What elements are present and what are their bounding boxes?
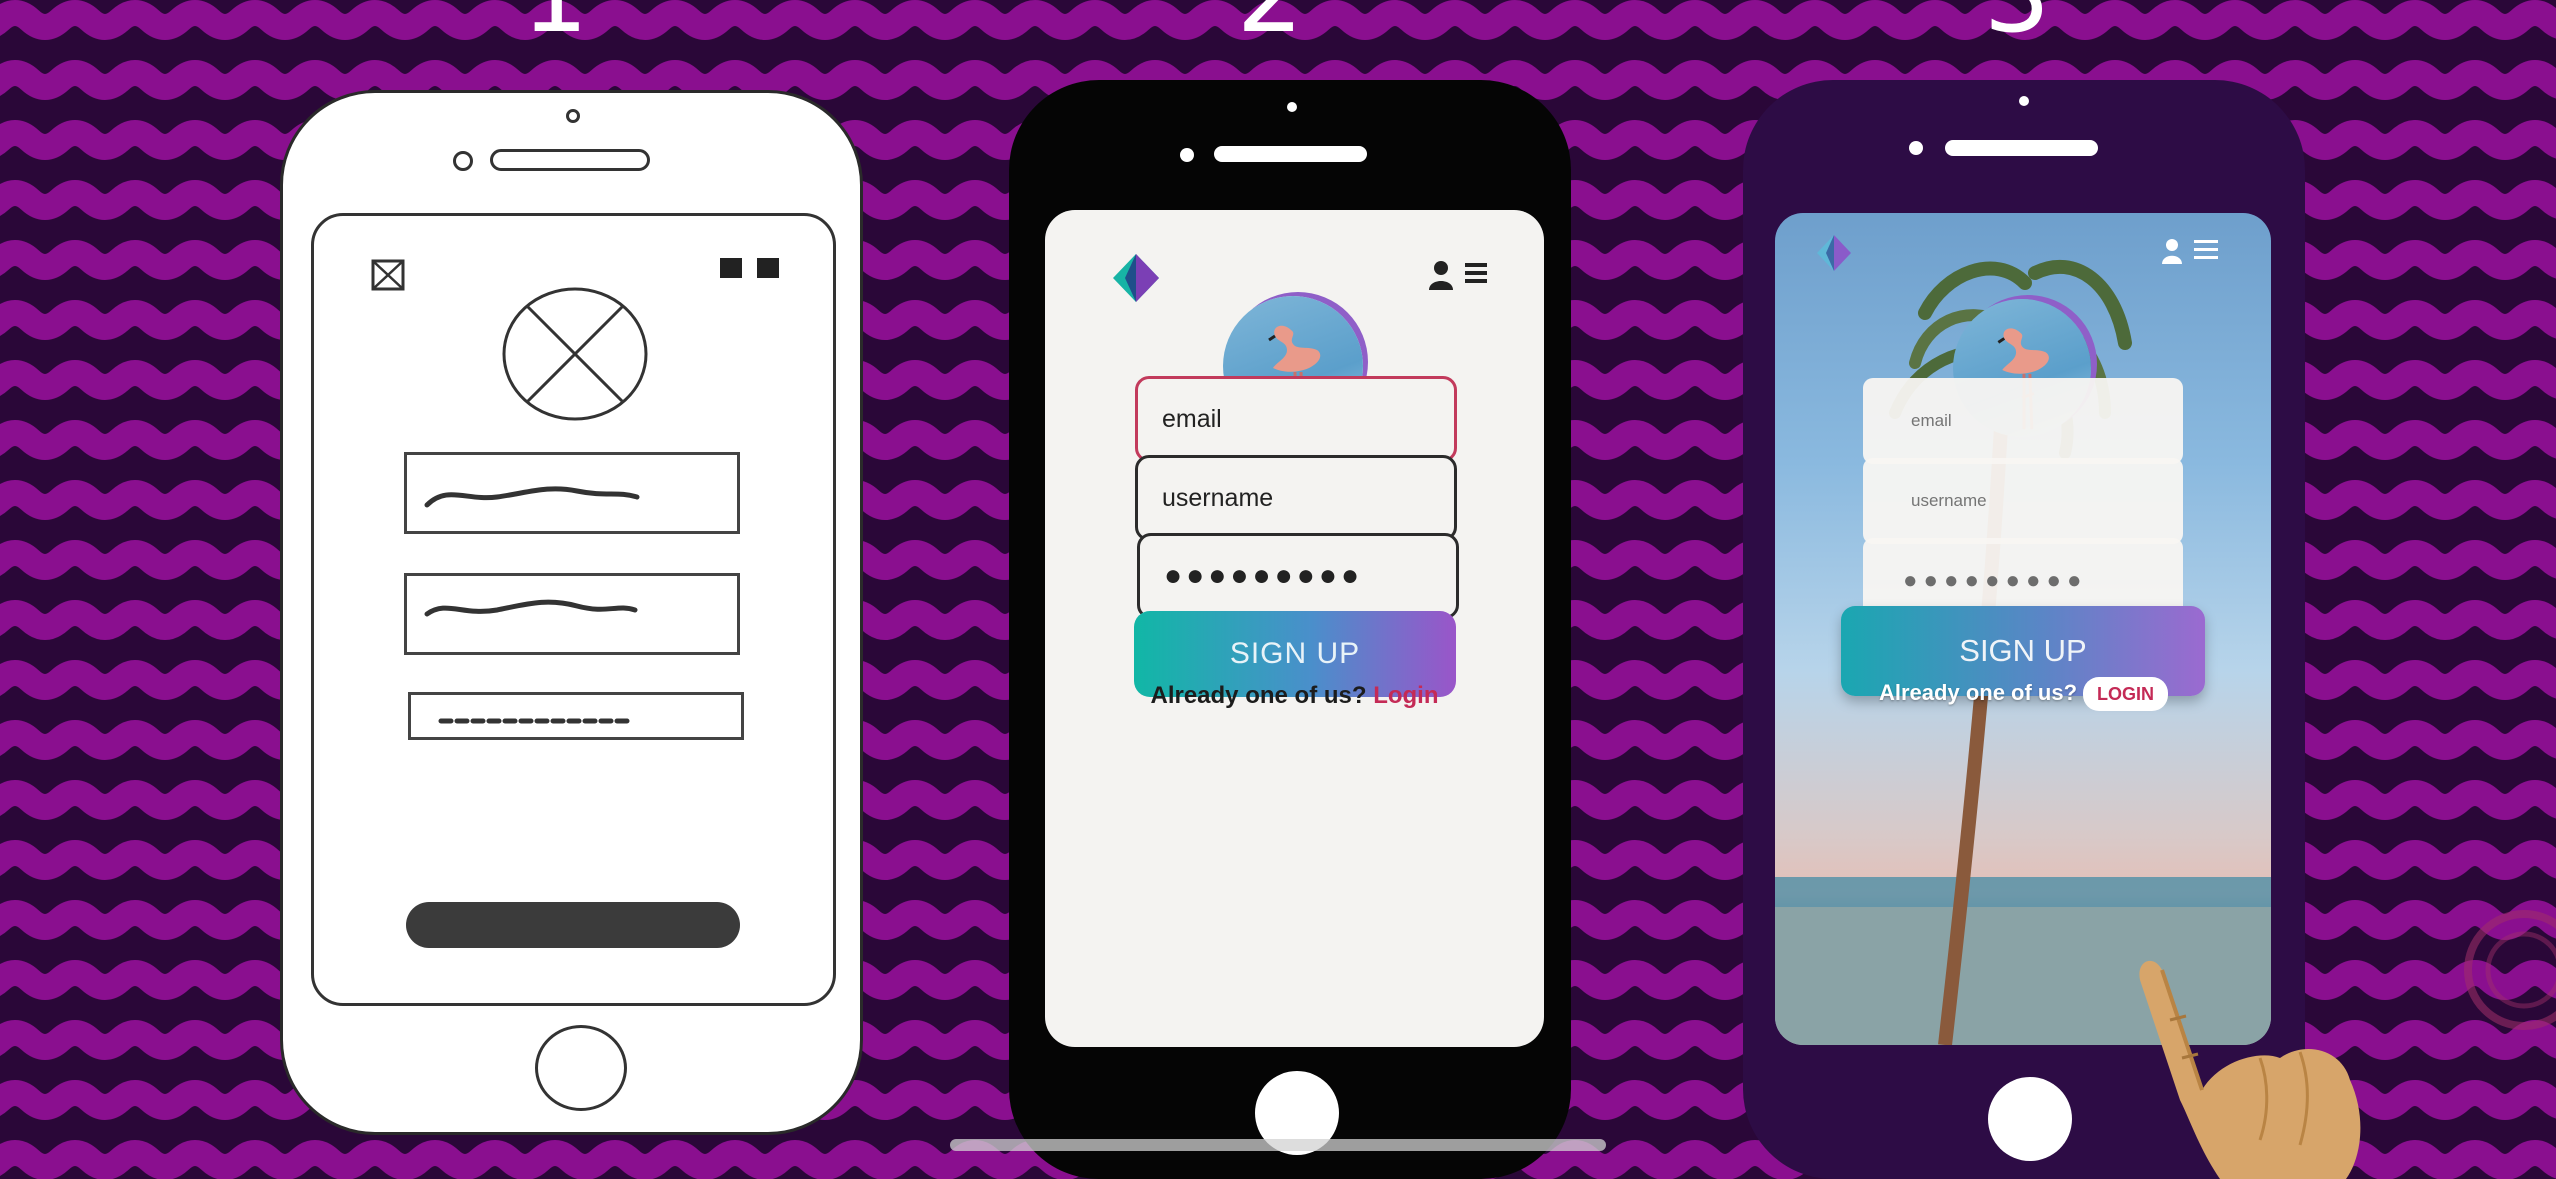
mockup-screen: SIGN UP Already one of us? Login bbox=[1045, 210, 1544, 1047]
faded-stamp-watermark bbox=[2464, 910, 2556, 1030]
step-number-1: 1 bbox=[475, 0, 635, 60]
step-number-2: 2 bbox=[1190, 0, 1350, 60]
login-prompt-text: Already one of us? bbox=[1879, 680, 2078, 705]
user-placeholder-icon bbox=[720, 258, 742, 278]
user-icon[interactable] bbox=[1428, 260, 1454, 290]
home-button-outline bbox=[535, 1025, 627, 1111]
final-phone: SIGN UP Already one of us?LOGIN bbox=[1743, 80, 2305, 1179]
username-field[interactable] bbox=[1135, 455, 1457, 541]
speaker-outline bbox=[490, 149, 650, 171]
hamburger-menu-icon[interactable] bbox=[2194, 239, 2218, 261]
wave-stripe bbox=[0, 0, 2556, 40]
diamond-logo-icon[interactable] bbox=[1111, 252, 1161, 304]
camera bbox=[1287, 102, 1297, 112]
username-field[interactable] bbox=[1863, 458, 2183, 544]
user-icon[interactable] bbox=[2161, 238, 2183, 264]
final-screen: SIGN UP Already one of us?LOGIN bbox=[1775, 213, 2271, 1045]
email-field[interactable] bbox=[1863, 378, 2183, 464]
speaker bbox=[1214, 146, 1367, 162]
speaker bbox=[1945, 140, 2098, 156]
password-field[interactable] bbox=[1137, 533, 1459, 619]
scroll-indicator[interactable] bbox=[950, 1139, 1606, 1151]
login-prompt: Already one of us? Login bbox=[1045, 682, 1544, 710]
menu-placeholder-icon bbox=[757, 258, 779, 278]
login-prompt-text: Already one of us? bbox=[1150, 682, 1367, 709]
wooden-hand-pointer bbox=[2139, 960, 2361, 1179]
login-link[interactable]: Login bbox=[1373, 682, 1439, 709]
wireframe-field-2 bbox=[404, 573, 740, 655]
wireframe-field-1 bbox=[404, 452, 740, 534]
signup-button[interactable]: SIGN UP bbox=[1134, 611, 1456, 697]
mockup-phone: SIGN UP Already one of us? Login bbox=[1009, 80, 1571, 1179]
step-number-3: 3 bbox=[1937, 0, 2097, 60]
wireframe-button bbox=[406, 902, 740, 948]
wireframe-phone bbox=[280, 90, 863, 1135]
diamond-logo-icon[interactable] bbox=[1815, 233, 1853, 273]
camera bbox=[2019, 96, 2029, 106]
sensor bbox=[1909, 141, 1923, 155]
sensor bbox=[1180, 148, 1194, 162]
home-button[interactable] bbox=[1988, 1077, 2072, 1161]
wireframe-field-3 bbox=[408, 692, 744, 740]
camera-outline bbox=[566, 109, 580, 123]
login-prompt: Already one of us?LOGIN bbox=[1879, 673, 2169, 713]
image-placeholder-icon bbox=[371, 259, 405, 291]
email-field[interactable] bbox=[1135, 376, 1457, 462]
wireframe-screen bbox=[311, 213, 836, 1006]
hamburger-menu-icon[interactable] bbox=[1465, 261, 1487, 285]
sensor-outline bbox=[453, 151, 473, 171]
login-button[interactable]: LOGIN bbox=[2083, 677, 2169, 711]
avatar-placeholder-icon bbox=[502, 287, 648, 421]
